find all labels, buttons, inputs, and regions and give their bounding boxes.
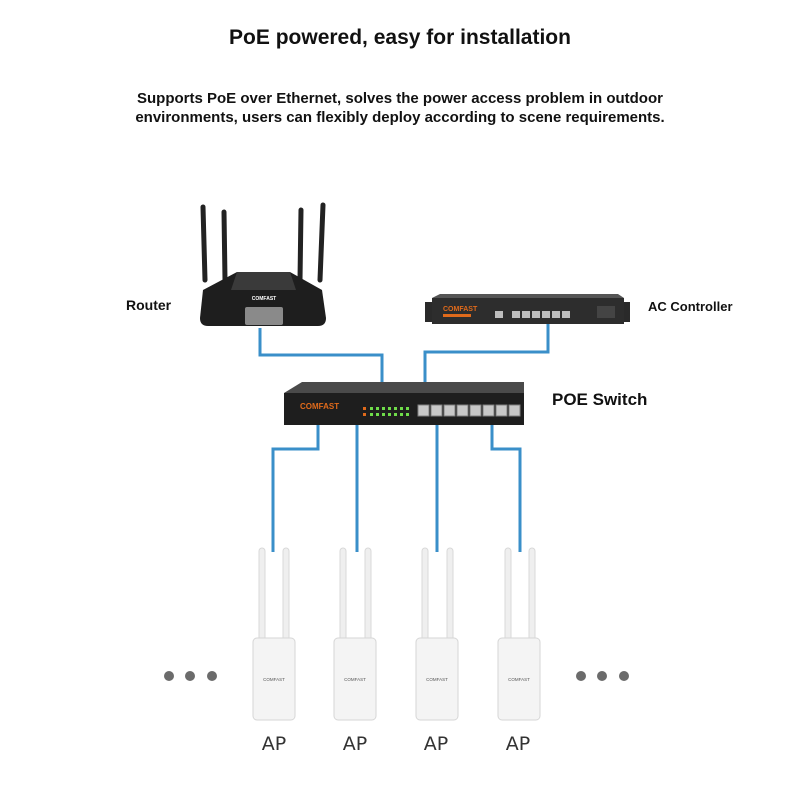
page-title: PoE powered, easy for installation	[229, 26, 571, 49]
more-aps-left-ellipsis	[164, 671, 217, 681]
ap-4-brand-logo: COMFAST	[508, 677, 530, 682]
access-point-4: COMFAST	[497, 547, 541, 721]
access-point-3: COMFAST	[415, 547, 459, 721]
cable-router-to-switch	[258, 328, 384, 385]
cable-switch-to-ap-4	[490, 425, 522, 552]
ap-4-label: AP	[505, 733, 531, 755]
ap-1-brand-logo: COMFAST	[263, 677, 285, 682]
ap-2-label: AP	[342, 733, 368, 755]
router-label: Router	[126, 297, 172, 313]
cable-ac-to-switch	[423, 322, 550, 385]
ac-controller-device: COMFAST	[425, 294, 630, 324]
poe-switch-device: COMFAST	[284, 382, 524, 425]
ap-3-label: AP	[423, 733, 449, 755]
ap-3-brand-logo: COMFAST	[426, 677, 448, 682]
poe-switch-label: POE Switch	[552, 390, 648, 409]
ac-controller-label: AC Controller	[648, 299, 733, 314]
cable-switch-to-ap-1	[271, 425, 320, 552]
access-point-1: COMFAST	[252, 547, 296, 721]
ethernet-cables	[258, 322, 550, 552]
page-subtitle: Supports PoE over Ethernet, solves the p…	[135, 90, 665, 126]
ap-2-brand-logo: COMFAST	[344, 677, 366, 682]
more-aps-right-ellipsis	[576, 671, 629, 681]
ap-1-label: AP	[261, 733, 287, 755]
switch-brand-logo: COMFAST	[300, 402, 339, 411]
ac-controller-brand-logo: COMFAST	[443, 306, 478, 313]
router-device: COMFAST	[200, 202, 326, 326]
router-brand-logo: COMFAST	[252, 296, 276, 302]
access-point-2: COMFAST	[333, 547, 377, 721]
